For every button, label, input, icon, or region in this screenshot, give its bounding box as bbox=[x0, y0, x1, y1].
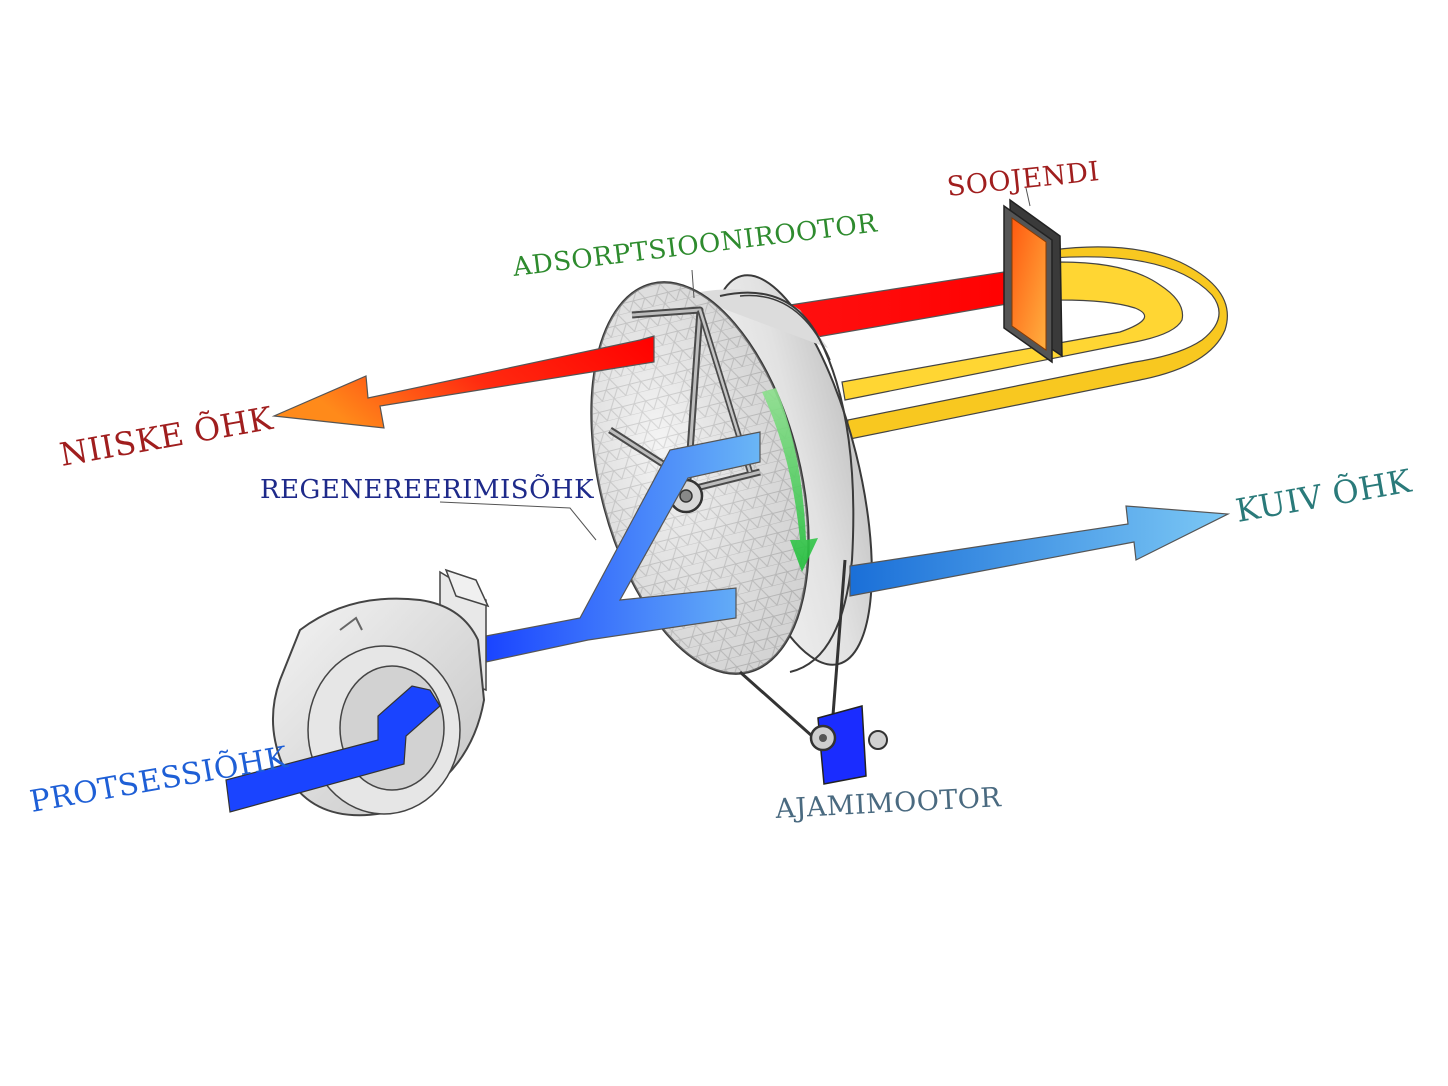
yellow-loop-upper bbox=[844, 246, 1228, 441]
rotation-direction-arrow bbox=[762, 388, 818, 572]
humid-air-arrow bbox=[271, 335, 655, 429]
drive-motor-label: AJAMIMOOTOR bbox=[774, 782, 1003, 825]
process-air-label: PROTSESSIÕHK bbox=[27, 739, 291, 820]
heater bbox=[1003, 198, 1063, 364]
regen-leader-line bbox=[439, 501, 597, 541]
adsorption-rotor bbox=[590, 274, 873, 675]
heater-label: SOOJENDI bbox=[945, 156, 1101, 203]
heater-leader-line bbox=[1025, 187, 1031, 207]
dry-air-label: KUIV ÕHK bbox=[1233, 461, 1415, 529]
process-air-inlet-duct bbox=[225, 685, 441, 813]
drive-motor bbox=[739, 559, 888, 785]
rotor-label: ADSORPTSIOONIROOTOR bbox=[510, 208, 880, 283]
dry-air-arrow bbox=[849, 505, 1231, 597]
hot-regeneration-band bbox=[789, 267, 1031, 341]
regeneration-air-label: REGENEREERIMISÕHK bbox=[260, 473, 594, 505]
process-air-duct bbox=[485, 431, 761, 663]
rotor-leader-line bbox=[691, 269, 695, 299]
humid-air-label: NIISKE ÕHK bbox=[57, 399, 277, 474]
yellow-loop-band bbox=[841, 261, 1184, 401]
